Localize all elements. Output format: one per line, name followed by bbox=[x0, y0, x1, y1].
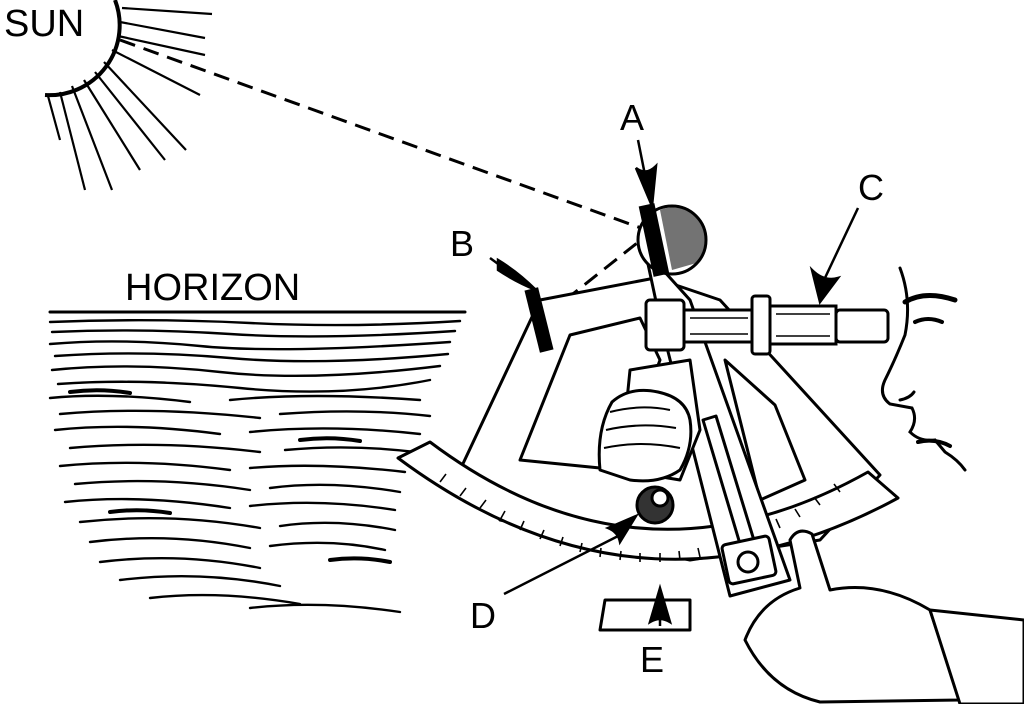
sun-label: SUN bbox=[4, 3, 84, 45]
telescope bbox=[644, 294, 890, 356]
label-e: E bbox=[640, 639, 664, 680]
telescope-body bbox=[768, 304, 838, 346]
handle-lower bbox=[598, 598, 692, 632]
pointer-b bbox=[489, 256, 537, 292]
observer-face-profile bbox=[880, 266, 967, 472]
pointer-c bbox=[809, 207, 860, 305]
frame-cutout-right bbox=[723, 358, 807, 502]
pointer-a bbox=[634, 139, 658, 207]
clamp-screw bbox=[736, 550, 760, 574]
telescope-objective bbox=[644, 298, 686, 352]
label-a: A bbox=[620, 97, 644, 138]
sea-illustration bbox=[48, 310, 467, 614]
horizon-label: HORIZON bbox=[125, 267, 300, 309]
label-c: C bbox=[858, 167, 884, 208]
horizon-mirror bbox=[524, 287, 554, 353]
left-hand bbox=[597, 388, 693, 483]
right-hand bbox=[743, 529, 962, 704]
observer-eye bbox=[913, 317, 944, 324]
sun-illustration: SUN bbox=[4, 0, 213, 191]
pointers bbox=[489, 139, 860, 626]
telescope-collar bbox=[750, 294, 772, 356]
pivot-shading bbox=[660, 207, 707, 270]
sun-rays bbox=[46, 6, 213, 191]
pointer-d bbox=[503, 513, 640, 596]
observer-lips bbox=[916, 438, 952, 448]
right-sleeve bbox=[928, 608, 1024, 704]
observer-nostril bbox=[898, 390, 916, 402]
telescope-eyepiece bbox=[834, 308, 890, 344]
sun-disc-outline bbox=[44, 0, 122, 98]
label-d: D bbox=[470, 595, 496, 636]
index-mirror bbox=[638, 203, 670, 277]
label-b: B bbox=[450, 223, 474, 264]
observer bbox=[880, 266, 967, 472]
observer-brow bbox=[902, 293, 958, 305]
telescope-tube bbox=[682, 308, 756, 344]
tangent-screw-cap bbox=[650, 488, 670, 508]
pointer-e bbox=[647, 583, 673, 626]
hands bbox=[597, 388, 1024, 704]
sunlight-ray bbox=[119, 38, 653, 234]
